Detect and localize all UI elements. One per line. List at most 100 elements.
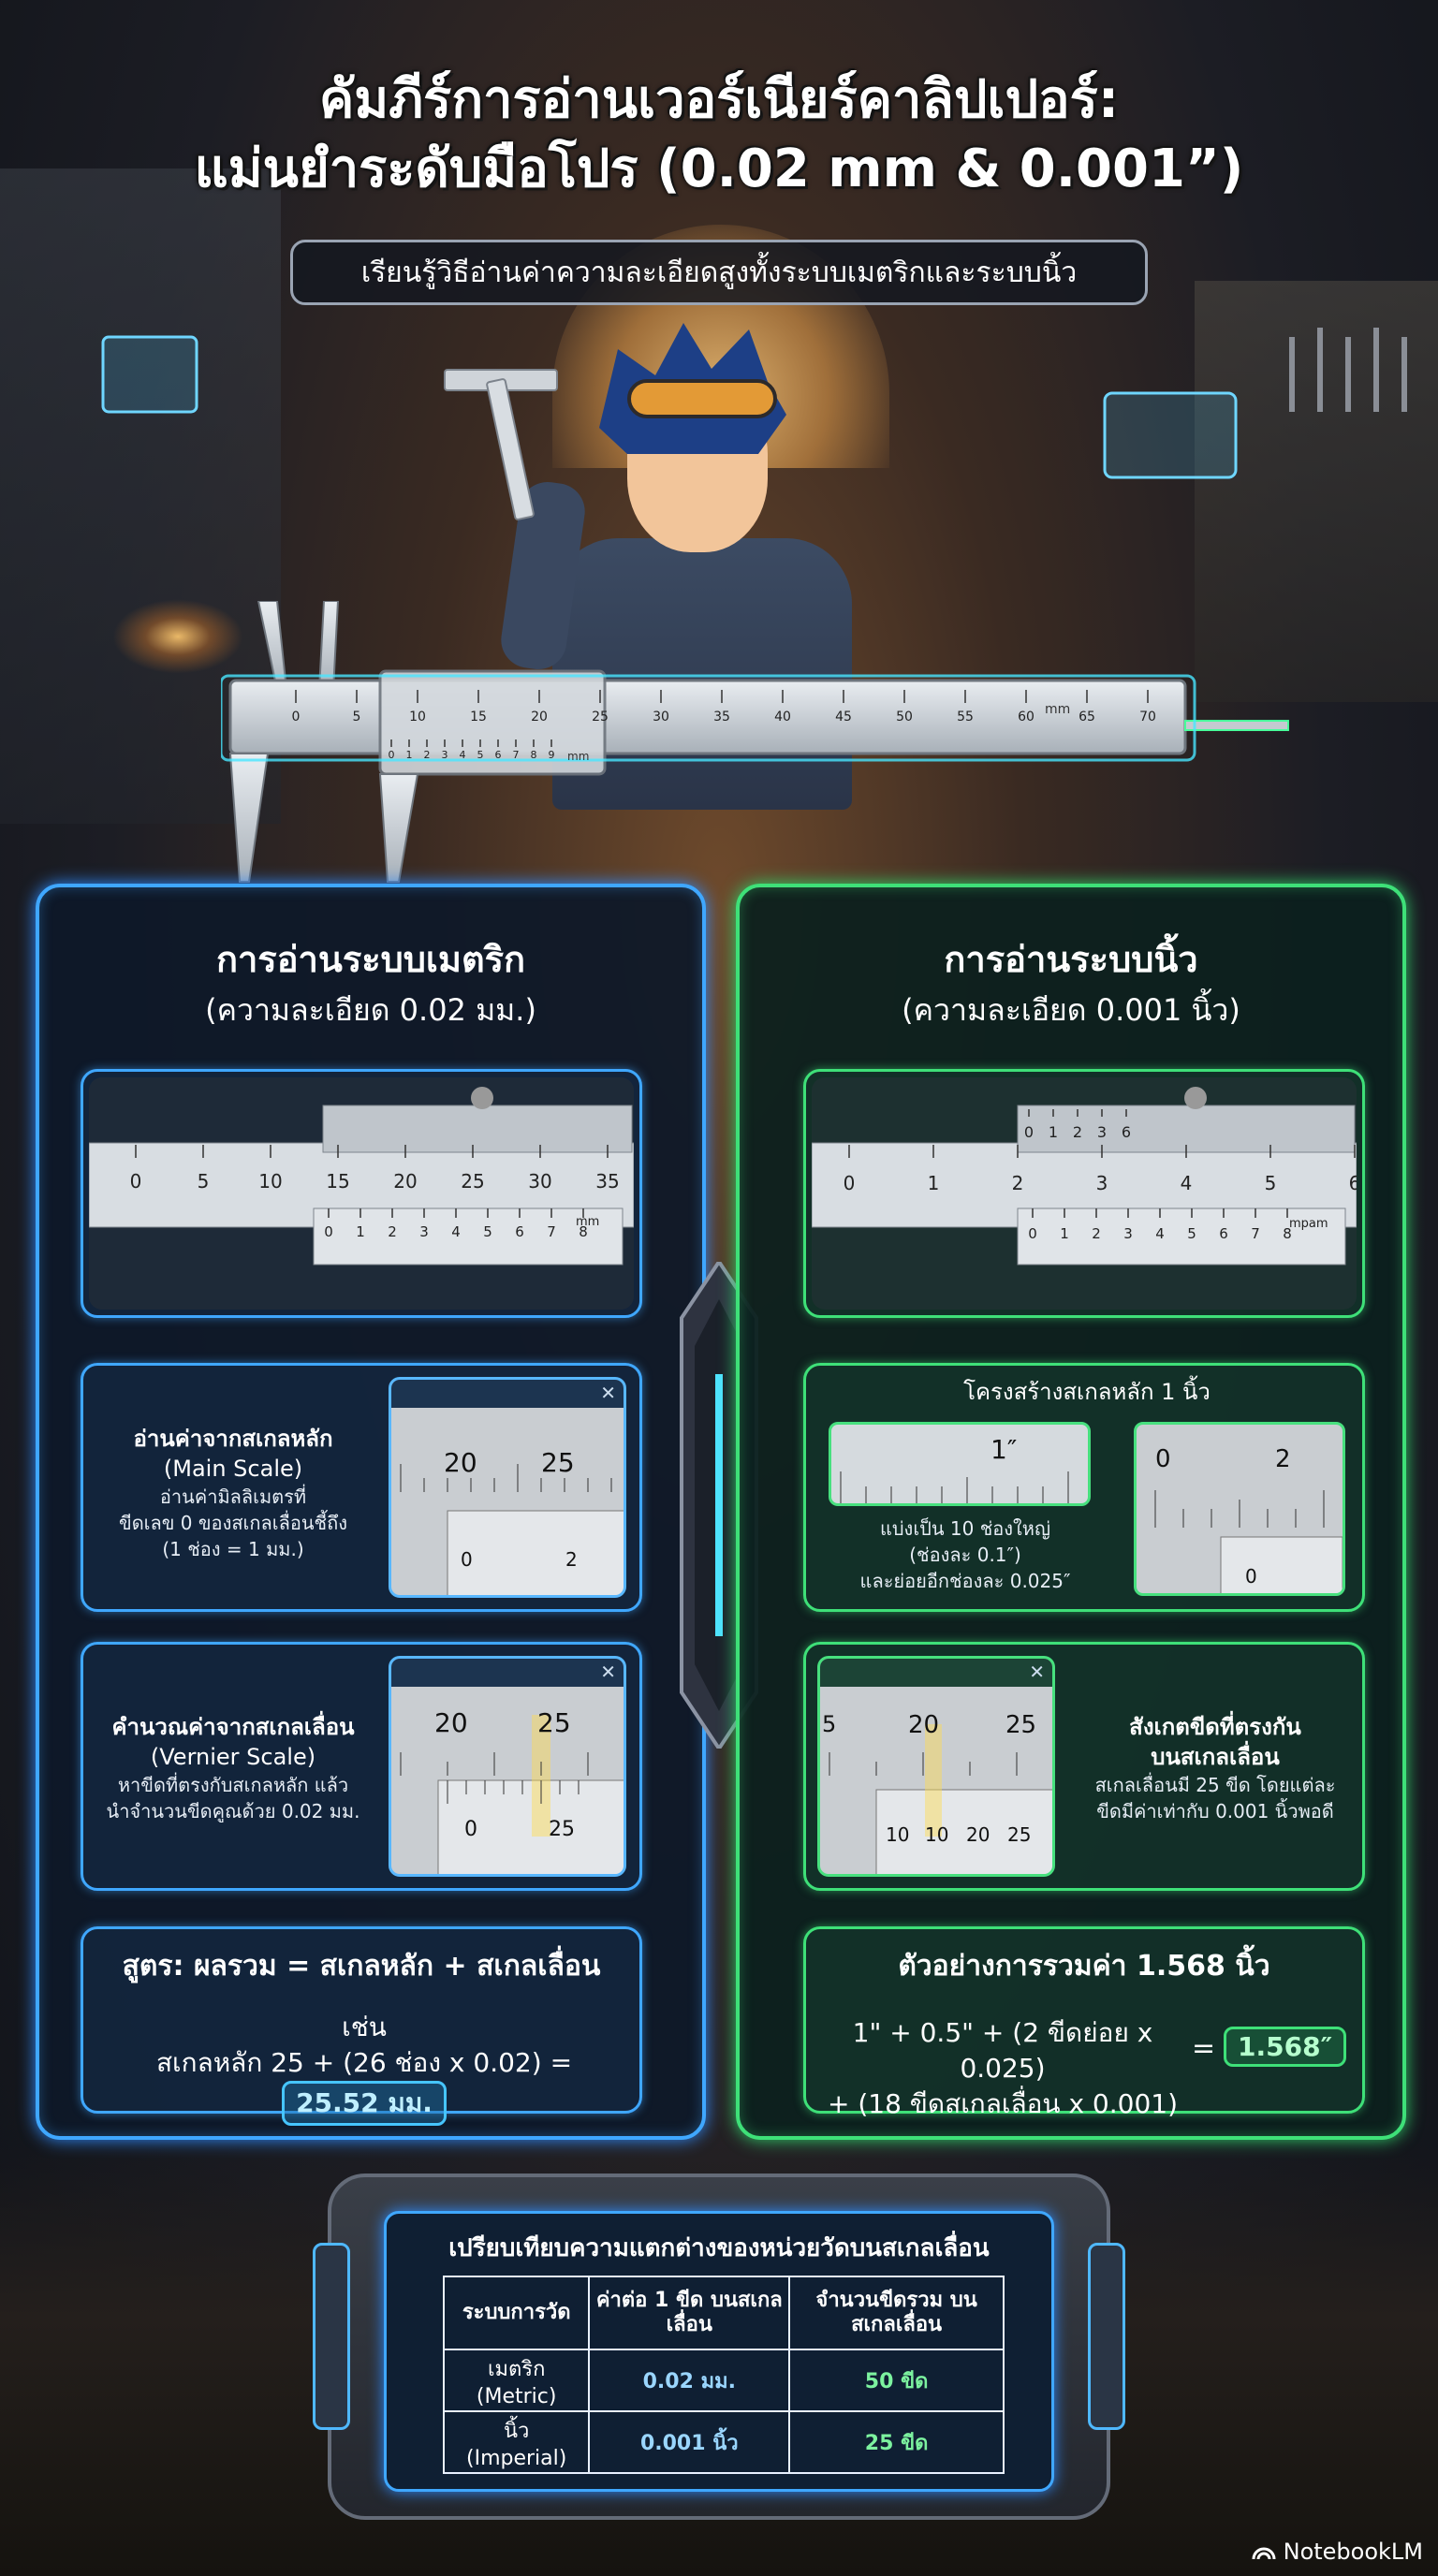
imperial-formula-result-wrap: 1.568″ [1224, 2027, 1347, 2067]
imperial-step2-zoom-main-b: 20 [908, 1711, 940, 1739]
imperial-step2-subtitle: บนสเกลเลื่อน [1151, 1744, 1280, 1770]
metric-step2-zoom-main-a: 20 [434, 1707, 468, 1738]
large-main-scale-label: 60 [1018, 710, 1034, 724]
title-line-2: แม่นยำระดับมือโปร (0.02 mm & 0.001”) [194, 139, 1244, 199]
large-vernier-scale-label: 3 [442, 749, 448, 761]
imperial-formula-result: 1.568″ [1224, 2027, 1347, 2067]
metric-vernier-scale-label: 1 [356, 1223, 365, 1240]
metric-vernier-scale-label: 2 [388, 1223, 397, 1240]
metric-main-scale-label: 10 [258, 1170, 282, 1193]
console-side-panel-right [1088, 2243, 1125, 2430]
metric-formula-card: สูตร: ผลรวม = สเกลหลัก + สเกลเลื่อน เช่น… [81, 1926, 642, 2126]
metric-main-scale-label: 30 [528, 1170, 551, 1193]
metric-heading-resolution: (ความละเอียด 0.02 มม.) [205, 992, 536, 1028]
zoom-window-titlebar: ✕ [820, 1659, 1052, 1687]
imperial-heading-resolution: (ความละเอียด 0.001 นิ้ว) [902, 992, 1240, 1028]
imperial-vernier-scale-label: 0 [1028, 1225, 1037, 1242]
large-vernier-scale-label: 5 [477, 749, 484, 761]
imperial-step1-zoom-vernier: 0 [1245, 1565, 1257, 1588]
metric-formula-example: เช่น สเกลหลัก 25 + (26 ช่อง x 0.02) = 25… [83, 2010, 645, 2126]
large-main-scale-label: 20 [531, 710, 548, 724]
imperial-vernier-scale-label: 7 [1251, 1225, 1260, 1242]
imperial-inch-label: 1″ [990, 1434, 1018, 1465]
imperial-inch-scale: 1″ [829, 1422, 1091, 1506]
imperial-step1-text: แบ่งเป็น 10 ช่องใหญ่ (ช่องละ 0.1″) และย่… [815, 1515, 1115, 1594]
metric-main-scale-label: 35 [595, 1170, 619, 1193]
metric-step1-zoom-main-a: 20 [444, 1447, 477, 1478]
metric-step1-zoom-main-b: 25 [541, 1447, 575, 1478]
table-header-system: ระบบการวัด [442, 2276, 591, 2350]
notebooklm-branding: NotebookLM [1252, 2539, 1423, 2565]
metric-step1-title: อ่านค่าจากสเกลหลัก [133, 1426, 333, 1452]
metric-step1-zoom-vernier-a: 0 [461, 1548, 473, 1571]
imperial-top-scale-label: 6 [1122, 1123, 1131, 1141]
large-caliper-vernier-unit: mm [567, 750, 589, 763]
metric-formula-expression: สเกลหลัก 25 + (26 ช่อง x 0.02) = [155, 2047, 573, 2078]
imperial-formula-card: ตัวอย่างการรวมค่า 1.568 นิ้ว 1" + 0.5" +… [803, 1926, 1365, 2119]
goggles-icon [627, 379, 777, 418]
imperial-step1-zoom-main-b: 2 [1275, 1445, 1291, 1473]
metric-step2-zoom-main-b: 25 [537, 1707, 571, 1738]
metric-step1-body-3: (1 ช่อง = 1 มม.) [162, 1538, 304, 1560]
large-main-scale-label: 0 [292, 710, 301, 724]
metric-formula-result: 25.52 มม. [282, 2081, 447, 2126]
imperial-panel: การอ่านระบบนิ้ว (ความละเอียด 0.001 นิ้ว)… [736, 884, 1406, 2140]
metric-vernier-scale-label: 5 [483, 1223, 492, 1240]
metric-step1-card: อ่านค่าจากสเกลหลัก (Main Scale) อ่านค่าม… [81, 1363, 642, 1612]
imperial-vernier-scale-label: 8 [1283, 1225, 1292, 1242]
large-vernier-scale-label: 1 [406, 749, 413, 761]
table-row: เมตริก (Metric) 0.02 มม. 50 ขีด [442, 2349, 1005, 2412]
close-icon: ✕ [600, 1382, 616, 1404]
metric-step1-zoom: ✕ 20 25 0 2 [389, 1377, 626, 1598]
large-vernier-scale-label: 8 [531, 749, 537, 761]
metric-step2-title: คำนวณค่าจากสเกลเลื่อน [111, 1714, 355, 1740]
imperial-step2-card: ✕ 5 20 25 10 10 20 25 สังเกตขีดที่ตรงกัน… [803, 1642, 1365, 1891]
imperial-top-scale-label: 0 [1024, 1123, 1034, 1141]
imperial-step1-zoom-main-a: 0 [1155, 1445, 1171, 1473]
large-main-scale-label: 30 [653, 710, 669, 724]
zoom-window-titlebar: ✕ [391, 1659, 624, 1687]
imperial-main-scale-label: 4 [1181, 1172, 1193, 1194]
close-icon: ✕ [600, 1661, 616, 1683]
close-icon: ✕ [1029, 1661, 1045, 1683]
imperial-step2-zoom-vernier-b: 10 [925, 1823, 949, 1846]
table-cell-system: เมตริก (Metric) [442, 2349, 591, 2412]
large-main-scale-label: 25 [592, 710, 609, 724]
metric-step2-zoom: ✕ 20 25 0 25 [389, 1656, 626, 1877]
table-header-value-per-tick: ค่าต่อ 1 ขีด บนสเกลเลื่อน [588, 2276, 791, 2350]
imperial-step2-body-2: ขีดมีค่าเท่ากับ 0.001 นิ้วพอดี [1096, 1800, 1334, 1822]
imperial-vernier-scale-label: 5 [1187, 1225, 1196, 1242]
large-vernier-scale-label: 7 [513, 749, 520, 761]
metric-formula-example-label: เช่น [342, 2012, 387, 2042]
notebooklm-logo-icon [1252, 2547, 1276, 2560]
zoom-window-titlebar: ✕ [391, 1380, 624, 1408]
imperial-step2-text: สังเกตขีดที่ตรงกัน บนสเกลเลื่อน สเกลเลื่… [1070, 1712, 1360, 1824]
metric-main-scale-label: 5 [198, 1170, 210, 1193]
large-main-scale-label: 10 [409, 710, 426, 724]
metric-step1-body-2: ขีดเลข 0 ของสเกลเลื่อนชี้ถึง [119, 1512, 347, 1534]
metric-step2-card: คำนวณค่าจากสเกลเลื่อน (Vernier Scale) หา… [81, 1642, 642, 1891]
metric-vernier-scale-label: 7 [547, 1223, 556, 1240]
title-line-1: คัมภีร์การอ่านเวอร์เนียร์คาลิปเปอร์: [318, 69, 1120, 130]
metric-heading: การอ่านระบบเมตริก (ความละเอียด 0.02 มม.) [39, 934, 702, 1035]
table-cell-system: นิ้ว (Imperial) [442, 2410, 591, 2474]
metric-step2-text: คำนวณค่าจากสเกลเลื่อน (Vernier Scale) หา… [93, 1712, 374, 1824]
imperial-caliper-vernier-unit: mpam [1289, 1217, 1328, 1231]
imperial-vernier-scale-label: 4 [1155, 1225, 1165, 1242]
metric-vernier-scale-label: 3 [419, 1223, 429, 1240]
metric-step1-body-1: อ่านค่ามิลลิเมตรที่ [159, 1486, 307, 1508]
large-main-scale-label: 35 [713, 710, 730, 724]
imperial-top-scale-label: 3 [1097, 1123, 1107, 1141]
large-main-scale-label: 45 [835, 710, 852, 724]
imperial-vernier-scale-label: 6 [1219, 1225, 1228, 1242]
imperial-main-scale-label: 0 [844, 1172, 856, 1194]
